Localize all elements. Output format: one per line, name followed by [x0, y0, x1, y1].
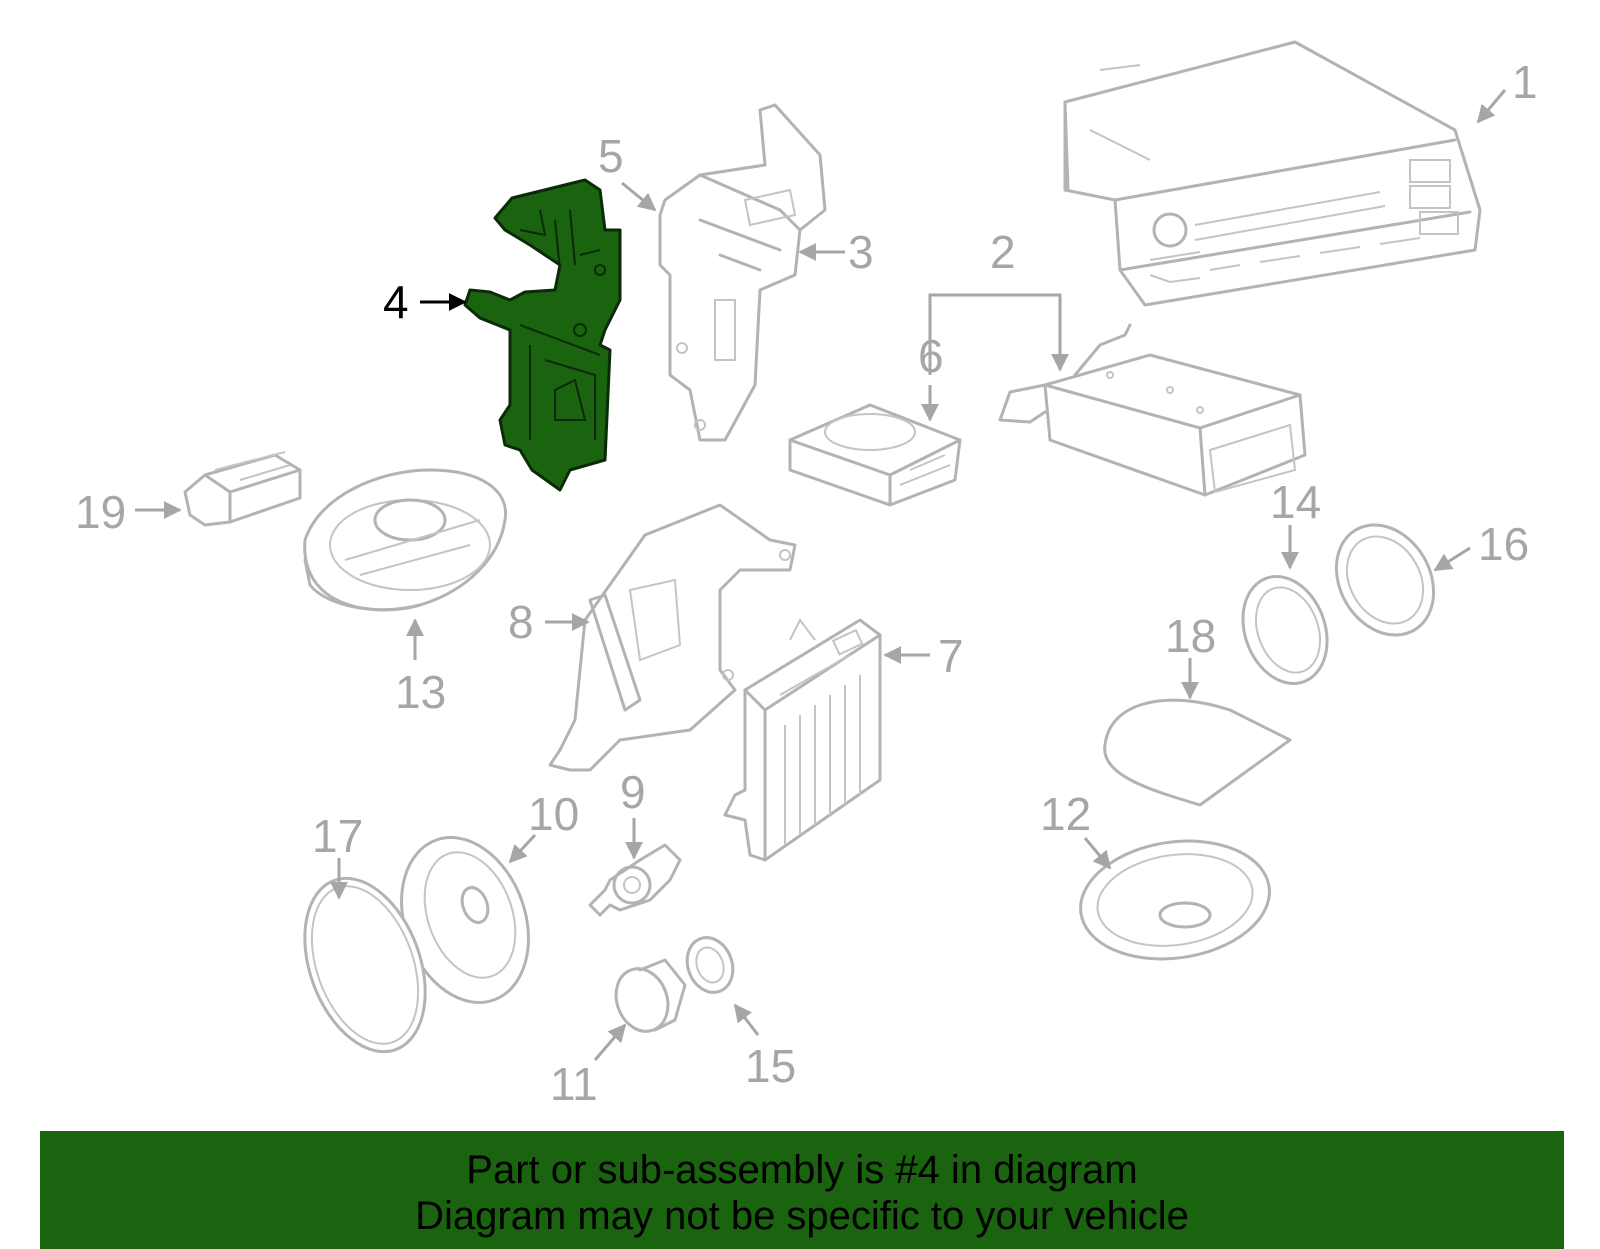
part-15-tweeter-ring[interactable]: [680, 931, 740, 999]
callout-19: 19: [75, 486, 126, 538]
callout-2: 2: [990, 226, 1016, 278]
callout-13: 13: [395, 666, 446, 718]
callout-12: 12: [1040, 788, 1091, 840]
callout-15: 15: [745, 1040, 796, 1092]
callout-11: 11: [550, 1058, 598, 1110]
callout-9: 9: [620, 766, 646, 818]
callout-6: 6: [918, 330, 944, 382]
callout-4: 4: [383, 276, 409, 328]
callout-17: 17: [312, 810, 363, 862]
part-3-bracket[interactable]: [658, 103, 827, 442]
part-9-tweeter-mount[interactable]: [588, 843, 682, 917]
leader-lines: [135, 89, 1507, 1061]
info-banner: Part or sub-assembly is #4 in diagram Di…: [40, 1131, 1564, 1249]
part-11-tweeter[interactable]: [608, 958, 687, 1039]
part-4-bracket-highlighted[interactable]: [463, 178, 622, 492]
callout-8: 8: [508, 596, 534, 648]
part-8-panel-bracket[interactable]: [548, 503, 797, 772]
callout-10: 10: [528, 788, 579, 840]
callout-1: 1: [1512, 56, 1538, 108]
callout-3: 3: [848, 226, 874, 278]
callout-14: 14: [1270, 476, 1321, 528]
callout-18: 18: [1165, 610, 1216, 662]
part-1-radio[interactable]: [1063, 40, 1482, 307]
callout-labels: 1 2 3 4 5 6 7 8 9 10 11 12 13 14 15 16 1…: [75, 56, 1538, 1110]
part-18-cover[interactable]: [1103, 698, 1292, 807]
part-19-connector[interactable]: [183, 451, 302, 527]
callout-7: 7: [938, 630, 964, 682]
callout-16: 16: [1478, 518, 1529, 570]
part-12-speaker[interactable]: [1073, 829, 1277, 970]
part-14-speaker-ring[interactable]: [1229, 565, 1342, 696]
part-7-control-module[interactable]: [723, 618, 882, 862]
part-6-module[interactable]: [788, 403, 962, 507]
banner-line-1: Part or sub-assembly is #4 in diagram: [466, 1148, 1138, 1192]
part-2-amplifier[interactable]: [998, 323, 1307, 497]
banner-line-2: Diagram may not be specific to your vehi…: [415, 1194, 1189, 1238]
callout-5: 5: [598, 130, 624, 182]
part-13-speaker[interactable]: [303, 468, 508, 612]
part-16-ring[interactable]: [1317, 507, 1453, 652]
